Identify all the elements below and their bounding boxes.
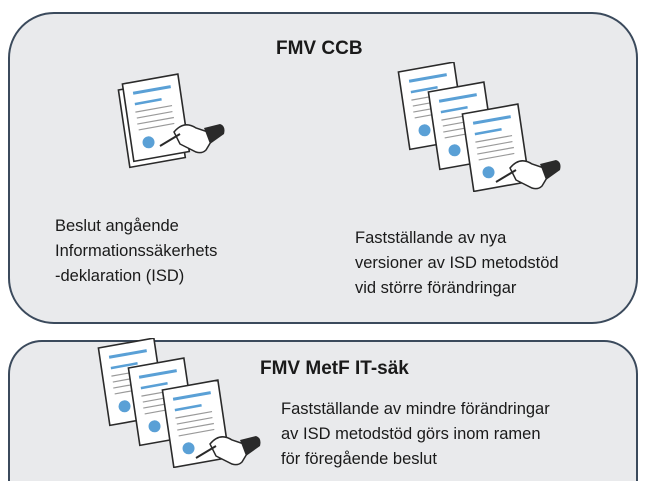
- minor-change-text: Fastställande av mindre förändringar av …: [281, 397, 550, 472]
- fmv-metf-title: FMV MetF IT-säk: [260, 358, 409, 379]
- major-change-line-3: vid större förändringar: [355, 279, 517, 297]
- major-change-line-2: versioner av ISD metodstöd: [355, 254, 559, 272]
- decision-line-1: Beslut angående: [55, 217, 179, 235]
- decision-text: Beslut angående Informationssäkerhets -d…: [55, 214, 217, 289]
- fmv-ccb-title: FMV CCB: [276, 38, 363, 59]
- document-stack-signing-icon: [396, 62, 562, 192]
- decision-line-3: -deklaration (ISD): [55, 267, 185, 285]
- minor-change-line-1: Fastställande av mindre förändringar: [281, 400, 550, 418]
- minor-change-line-3: för föregående beslut: [281, 450, 437, 468]
- major-change-text: Fastställande av nya versioner av ISD me…: [355, 226, 559, 301]
- decision-line-2: Informationssäkerhets: [55, 242, 218, 260]
- signed-document-icon: [117, 72, 226, 169]
- major-change-line-1: Fastställande av nya: [355, 229, 507, 247]
- minor-change-line-2: av ISD metodstöd görs inom ramen: [281, 425, 541, 443]
- document-stack-signing-icon: [96, 338, 262, 468]
